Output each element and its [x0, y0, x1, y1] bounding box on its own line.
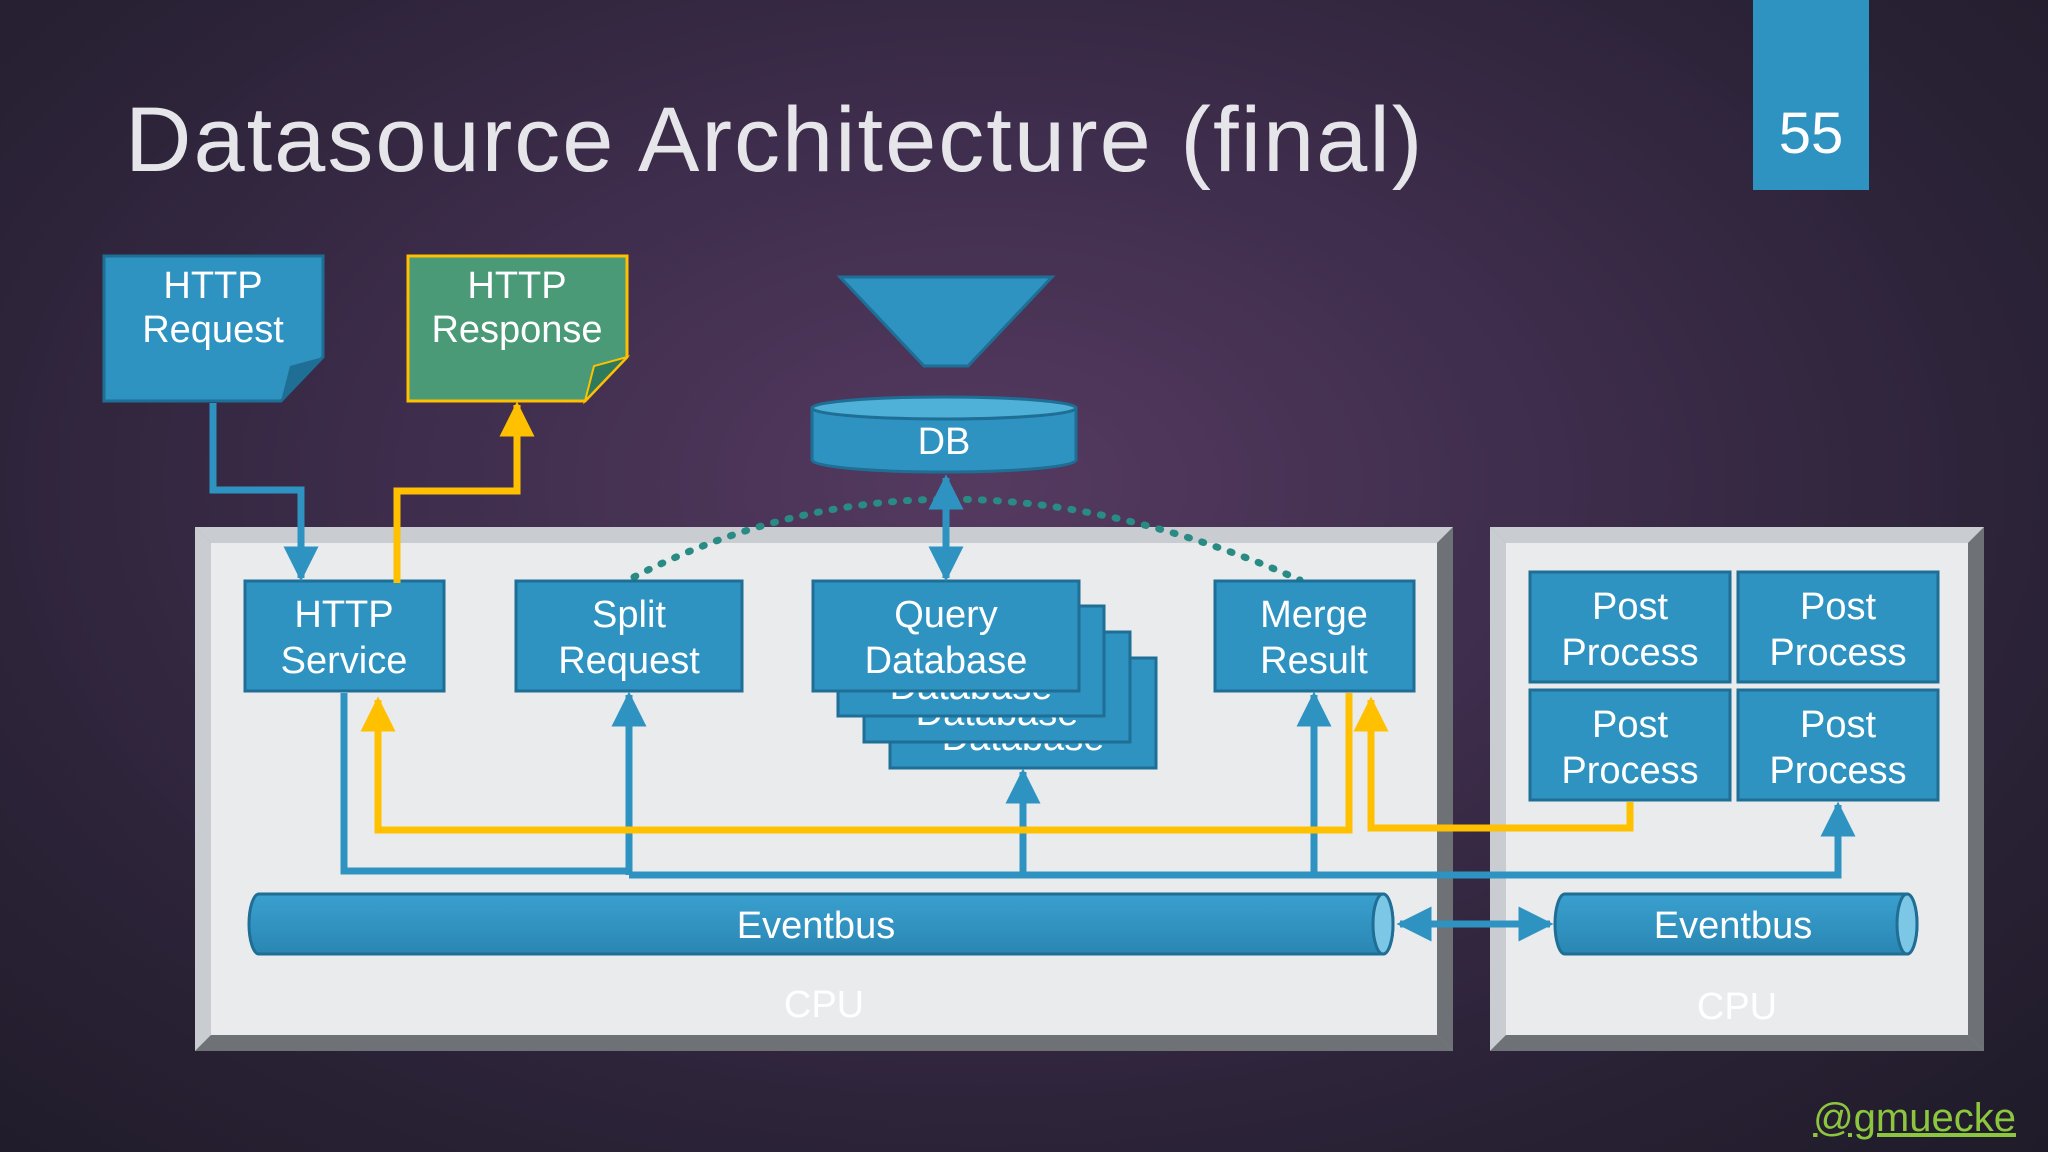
post-process-2-line2: Process — [1769, 632, 1906, 674]
page-number-badge: 55 — [1753, 0, 1869, 190]
query-database-label-line2: Database — [865, 640, 1028, 682]
post-process-box-4: Post Process — [1736, 688, 1940, 802]
post-process-1-line1: Post — [1592, 586, 1668, 628]
http-service-label-line2: Service — [281, 640, 408, 682]
funnel-shape — [836, 275, 1056, 368]
http-request-label-line1: HTTP — [163, 265, 262, 307]
db-cylinder: DB — [810, 395, 1078, 474]
http-request-document: HTTP Request — [102, 254, 325, 403]
post-process-1-line2: Process — [1561, 632, 1698, 674]
query-database-label-line1: Query — [894, 594, 997, 636]
merge-result-label-line2: Result — [1260, 640, 1368, 682]
post-process-to-merge-result-arrow — [1353, 696, 1634, 832]
http-service-box: HTTP Service — [243, 579, 446, 693]
slide-title: Datasource Architecture (final) — [125, 89, 1425, 191]
http-service-label-line1: HTTP — [294, 594, 393, 636]
eventbus-main: Eventbus — [247, 892, 1395, 956]
post-process-4-line2: Process — [1769, 750, 1906, 792]
http-request-label-line2: Request — [142, 309, 284, 351]
http-service-to-response-arrow — [393, 401, 535, 583]
query-database-box: Query Database — [811, 579, 1081, 693]
blue-connectors — [209, 403, 1856, 942]
http-response-document: HTTP Response — [406, 254, 631, 405]
post-process-box-3: Post Process — [1528, 688, 1732, 802]
cpu-main-label: CPU — [784, 984, 864, 1026]
eventbus-secondary: Eventbus — [1553, 892, 1919, 956]
request-to-http-service-arrow — [209, 403, 319, 582]
split-request-label-line1: Split — [592, 594, 666, 636]
post-process-box-2: Post Process — [1736, 570, 1940, 684]
bus-feed-line — [629, 801, 1856, 879]
eventbus-secondary-label: Eventbus — [1654, 905, 1812, 947]
post-process-3-line1: Post — [1592, 704, 1668, 746]
post-process-3-line2: Process — [1561, 750, 1698, 792]
http-response-label-line1: HTTP — [467, 265, 566, 307]
yellow-connectors — [360, 401, 1634, 834]
http-service-to-bus-line — [340, 693, 629, 875]
split-request-label-line2: Request — [558, 640, 700, 682]
merge-result-label-line1: Merge — [1260, 594, 1368, 636]
merge-result-to-http-service-arrow — [360, 693, 1353, 834]
split-request-box: Split Request — [514, 579, 744, 693]
post-process-2-line1: Post — [1800, 586, 1876, 628]
eventbus-main-label: Eventbus — [737, 905, 895, 947]
cpu-secondary-label: CPU — [1697, 986, 1777, 1028]
post-process-box-1: Post Process — [1528, 570, 1732, 684]
page-number: 55 — [1778, 101, 1844, 166]
http-response-label-line2: Response — [431, 309, 602, 351]
merge-result-box: Merge Result — [1213, 579, 1416, 693]
db-label: DB — [918, 421, 971, 463]
post-process-4-line1: Post — [1800, 704, 1876, 746]
author-handle-link[interactable]: @gmuecke — [1813, 1096, 2016, 1140]
